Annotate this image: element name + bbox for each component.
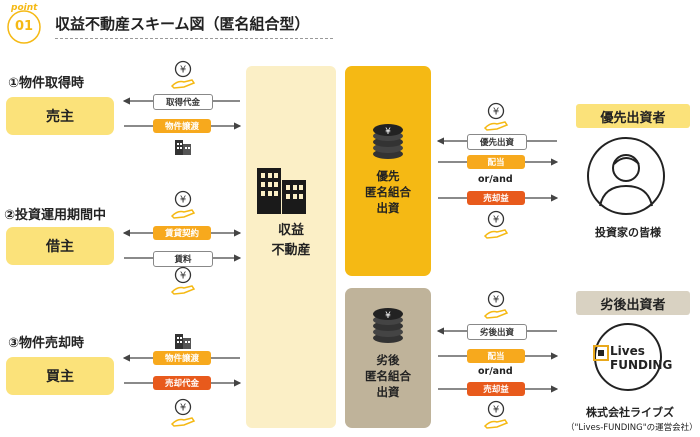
svg-text:¥: ¥: [180, 65, 186, 76]
senior-or-and: or/and: [478, 174, 513, 185]
svg-text:¥: ¥: [493, 215, 499, 226]
svg-text:¥: ¥: [180, 403, 186, 414]
tag-senior-dividend: 配当: [467, 155, 525, 169]
subordinate-box-line1: 劣後: [376, 353, 400, 367]
tag-acquisition-payment: 取得代金: [153, 94, 213, 110]
subordinate-investor-header: 劣後出資者: [576, 291, 690, 315]
senior-box-line2: 匿名組合: [365, 185, 411, 199]
page-title: 収益不動産スキーム図（匿名組合型）: [55, 15, 310, 33]
tag-sale-payment: 売却代金: [153, 376, 211, 390]
hand-yen-icon-1: ¥: [170, 60, 196, 90]
logo-text-funding: FUNDING: [610, 358, 673, 372]
svg-text:¥: ¥: [385, 311, 391, 321]
senior-equity-box: [345, 66, 431, 276]
point-label: point: [11, 3, 38, 13]
svg-text:¥: ¥: [493, 405, 499, 416]
subordinate-box-line3: 出資: [376, 385, 400, 399]
senior-box-line1: 優先: [376, 169, 400, 183]
subordinate-box-line2: 匿名組合: [365, 369, 411, 383]
hand-yen-icon-3: ¥: [170, 266, 196, 296]
svg-text:¥: ¥: [180, 271, 186, 282]
company-name: 株式会社ライブズ: [586, 406, 674, 419]
person-icon: [587, 137, 665, 215]
property-box: [246, 66, 336, 428]
senior-box-line3: 出資: [376, 201, 400, 215]
building-small-icon-1: [173, 136, 193, 156]
tag-sub-invest: 劣後出資: [467, 324, 527, 340]
logo-circle-icon: [593, 323, 662, 391]
tag-acquisition-transfer: 物件譲渡: [153, 119, 211, 133]
lives-funding-logo: Lives FUNDING: [588, 322, 672, 392]
company-note: （"Lives-FUNDING"の運営会社）: [566, 423, 698, 433]
building-icon: [257, 168, 306, 214]
property-label-line1: 収益: [277, 223, 304, 238]
coin-stack-icon-senior: ¥: [373, 124, 403, 159]
section-acquisition-heading: ①物件取得時: [8, 76, 85, 91]
svg-text:¥: ¥: [493, 295, 499, 306]
point-number: 01: [15, 19, 34, 34]
seller-box: 売主: [6, 97, 114, 135]
tag-rent: 賃料: [153, 251, 213, 267]
tag-sub-dividend: 配当: [467, 349, 525, 363]
hand-yen-icon-2: ¥: [170, 190, 196, 220]
building-small-icon-2: [173, 330, 193, 350]
senior-investor-name: 投資家の皆様: [595, 226, 661, 239]
point-badge: point 01: [3, 2, 47, 46]
senior-investor-header: 優先出資者: [576, 104, 690, 128]
tag-sale-transfer: 物件譲渡: [153, 351, 211, 365]
hand-yen-icon-7: ¥: [483, 290, 509, 320]
property-label-line2: 不動産: [271, 243, 311, 258]
tag-lease-contract: 賃貸契約: [153, 226, 211, 240]
svg-text:¥: ¥: [385, 127, 391, 137]
hand-yen-icon-4: ¥: [170, 398, 196, 428]
tenant-box: 借主: [6, 227, 114, 265]
tag-sub-gain: 売却益: [467, 382, 525, 396]
sub-or-and: or/and: [478, 366, 513, 377]
svg-text:¥: ¥: [180, 195, 186, 206]
hand-yen-icon-5: ¥: [483, 102, 509, 132]
hand-yen-icon-6: ¥: [483, 210, 509, 240]
coin-stack-icon-subordinate: ¥: [373, 308, 403, 343]
point-badge-circle-icon: [7, 10, 41, 44]
section-operation-heading: ②投資運用期間中: [4, 208, 107, 223]
title-underline: [55, 38, 333, 39]
tag-senior-gain: 売却益: [467, 191, 525, 205]
svg-text:¥: ¥: [493, 107, 499, 118]
section-sale-heading: ③物件売却時: [8, 336, 85, 351]
tag-senior-invest: 優先出資: [467, 134, 527, 150]
hand-yen-icon-8: ¥: [483, 400, 509, 430]
buyer-box: 買主: [6, 357, 114, 395]
logo-text-lives: Lives: [610, 344, 645, 358]
